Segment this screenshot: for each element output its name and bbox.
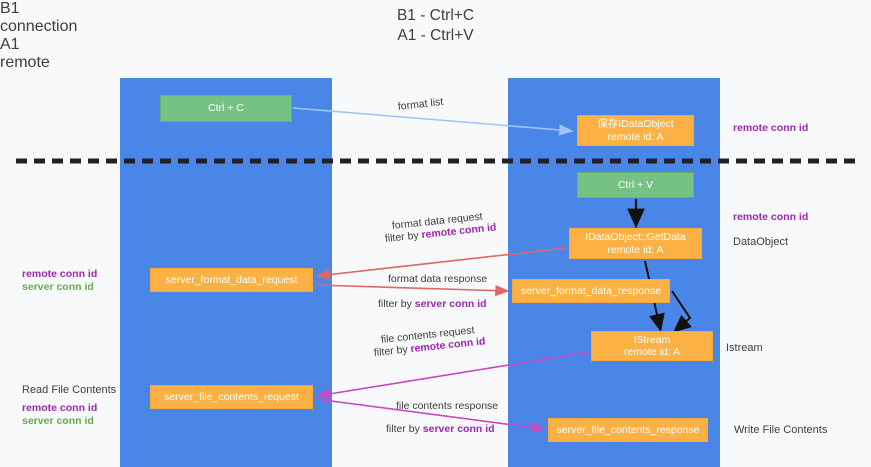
lane-header-a1-sub: remote [0, 54, 50, 71]
box-istream-line2: remote id: A [623, 346, 681, 358]
box-server-format-data-response[interactable]: server_format_data_response [512, 279, 670, 303]
filter-server-conn-id-1: server conn id [414, 298, 487, 310]
box-idataobject-getdata[interactable]: IDataObject::GetData remote id: A [569, 228, 702, 259]
lane-header-b1-sub: connection [0, 18, 78, 35]
label-left-remote-conn-id-a: remote conn id [22, 268, 98, 280]
label-file-contents-response-filter: filter by server conn id [386, 423, 495, 436]
label-left-remote-conn-id-b: remote conn id [22, 402, 98, 414]
box-server-format-data-response-label: server_format_data_response [520, 284, 662, 297]
diagram-title-line2: A1 - Ctrl+V [397, 27, 474, 44]
filter-by-text-4: filter by [386, 423, 423, 435]
diagram-title-line1: B1 - Ctrl+C [396, 7, 475, 24]
label-file-contents-response: file contents response [396, 400, 499, 412]
box-ctrl-c-label: Ctrl + C [208, 102, 244, 115]
filter-by-text-3: filter by [373, 343, 412, 359]
box-server-format-data-request-label: server_format_data_request [165, 273, 298, 286]
label-dataobject: DataObject [733, 236, 789, 248]
filter-server-conn-id-2: server conn id [422, 423, 495, 435]
label-remote-conn-id-middle: remote conn id [733, 211, 809, 223]
label-istream: Istream [726, 342, 763, 354]
label-format-data-response-filter: filter by server conn id [378, 298, 487, 311]
label-write-file-contents: Write File Contents [734, 424, 828, 436]
box-server-file-contents-request[interactable]: server_file_contents_request [150, 385, 313, 409]
label-left-server-conn-id-a: server conn id [22, 281, 94, 293]
box-server-format-data-request[interactable]: server_format_data_request [150, 268, 313, 292]
filter-by-text-2: filter by [378, 298, 415, 310]
box-server-file-contents-request-label: server_file_contents_request [164, 390, 299, 403]
box-istream-label: IStream remote id: A [624, 334, 680, 359]
box-save-idataobject-line1: 保存IDataObject [597, 118, 674, 130]
box-idataobject-getdata-label: IDataObject::GetData remote id: A [585, 231, 685, 256]
label-format-list: format list [397, 95, 444, 113]
box-istream[interactable]: IStream remote id: A [591, 331, 713, 361]
label-read-file-contents: Read File Contents [22, 384, 117, 396]
lane-header-a1: A1 remote [0, 36, 212, 72]
box-ctrl-v[interactable]: Ctrl + V [577, 172, 694, 198]
box-save-idataobject-label: 保存IDataObject remote id: A [597, 118, 673, 143]
box-idataobject-getdata-line2: remote id: A [607, 243, 664, 256]
label-left-server-conn-id-b: server conn id [22, 415, 94, 427]
box-ctrl-c[interactable]: Ctrl + C [160, 95, 292, 122]
box-idataobject-getdata-line1: IDataObject::GetData [585, 231, 686, 243]
box-save-idataobject[interactable]: 保存IDataObject remote id: A [577, 115, 694, 146]
box-istream-line1: IStream [633, 333, 671, 346]
label-format-data-response: format data response [388, 273, 488, 285]
diagram-title: B1 - Ctrl+C A1 - Ctrl+V [0, 6, 871, 46]
box-server-file-contents-response[interactable]: server_file_contents_response [548, 418, 708, 442]
lane-header-b1-name: B1 [0, 0, 20, 17]
label-remote-conn-id-top: remote conn id [733, 122, 809, 134]
lane-header-b1: B1 connection [0, 0, 212, 36]
filter-by-text-1: filter by [384, 229, 423, 245]
lane-header-a1-name: A1 [0, 36, 20, 53]
box-save-idataobject-line2: remote id: A [607, 130, 664, 143]
box-server-file-contents-response-label: server_file_contents_response [556, 423, 700, 436]
box-ctrl-v-label: Ctrl + V [617, 178, 654, 191]
